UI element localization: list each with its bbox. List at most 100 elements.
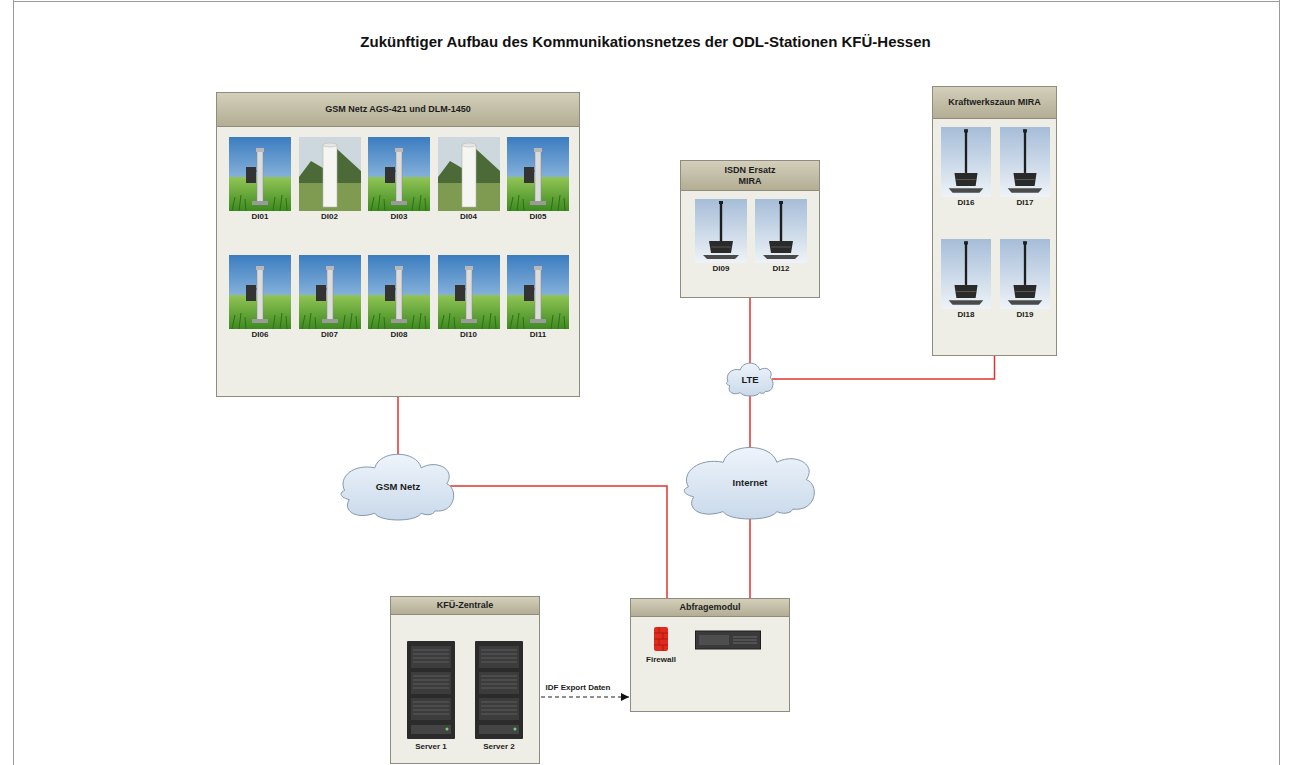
picture-symbol: [1000, 239, 1050, 309]
station-tile: DI05: [507, 137, 569, 226]
picture-symbol: [507, 255, 569, 329]
connector: [749, 518, 751, 598]
station-label: DI02: [299, 211, 361, 223]
station-tile: DI03: [368, 137, 430, 226]
cloud-label: GSM Netz: [376, 481, 420, 492]
connector: [450, 486, 667, 598]
station-label: DI03: [368, 211, 430, 223]
module-label: Firewall: [635, 655, 687, 665]
station-label: DI08: [368, 329, 430, 341]
station-picture: [941, 127, 991, 197]
station-tile: DI06: [229, 255, 291, 344]
picture-symbol: [475, 641, 523, 739]
cloud-label: LTE: [741, 374, 758, 385]
firewall-icon: [653, 627, 669, 651]
picture-symbol: [941, 239, 991, 309]
device-symbol: [696, 631, 761, 649]
station-group: DI09 DI12 ISDN Ersatz MIRA: [680, 160, 820, 298]
station-picture: [438, 137, 500, 211]
station-picture: [299, 137, 361, 211]
station-picture: [507, 137, 569, 211]
station-label: DI10: [438, 329, 500, 341]
station-label: DI12: [755, 263, 807, 275]
firewall-symbol: [654, 627, 668, 651]
picture-symbol: [941, 127, 991, 197]
station-tile: DI09: [695, 199, 747, 278]
connector: [749, 395, 751, 448]
picture-symbol: [438, 137, 500, 211]
station-picture: [941, 239, 991, 309]
picture-symbol: [229, 137, 291, 211]
picture-symbol: [695, 199, 747, 263]
picture-symbol: [368, 137, 430, 211]
server-label: Server 2: [473, 741, 525, 753]
cloud-body: GSM Netz: [340, 452, 456, 520]
station-group: DI01DI02DI03DI04DI05DI06DI07DI08DI10DI11…: [216, 92, 580, 397]
station-picture: [368, 255, 430, 329]
cloud-outline: [341, 454, 454, 520]
group-header: ISDN Ersatz MIRA: [681, 161, 819, 191]
group-header: KFÜ-Zentrale: [391, 597, 539, 615]
frame-line: [13, 1, 1280, 2]
station-picture: [1000, 239, 1050, 309]
station-label: DI09: [695, 263, 747, 275]
connector: [527, 696, 629, 697]
station-tile: DI16: [941, 127, 991, 212]
station-label: DI07: [299, 329, 361, 341]
group-title: Abfragemodul: [679, 602, 740, 613]
diagram-title: Zukünftiger Aufbau des Kommunikationsnet…: [0, 33, 1291, 51]
group-header: Abfragemodul: [631, 599, 789, 617]
server-label: Server 1: [405, 741, 457, 753]
station-tile: DI12: [755, 199, 807, 278]
group-title: Kraftwerkszaun MIRA: [948, 97, 1041, 108]
station-picture: [368, 137, 430, 211]
station-picture: [229, 137, 291, 211]
station-tile: DI08: [368, 255, 430, 344]
cloud-label: Internet: [733, 477, 768, 488]
group-title: KFÜ-Zentrale: [437, 600, 494, 611]
station-picture: [1000, 127, 1050, 197]
server-picture: [473, 641, 525, 739]
station-picture: [438, 255, 500, 329]
control-center: Server 1 Server 2 KFÜ-Zentrale: [390, 596, 540, 764]
station-picture: [507, 255, 569, 329]
picture-symbol: [407, 641, 455, 739]
station-tile: DI10: [438, 255, 500, 344]
server-unit: Server 1: [405, 641, 457, 754]
station-tile: DI18: [941, 239, 991, 324]
station-label: DI16: [941, 197, 991, 209]
station-picture: [299, 255, 361, 329]
network-cloud: LTE: [726, 362, 774, 396]
network-cloud: GSM Netz: [340, 452, 456, 520]
connector: [397, 397, 399, 454]
station-label: DI01: [229, 211, 291, 223]
group-title: ISDN Ersatz MIRA: [714, 165, 786, 187]
picture-symbol: [299, 137, 361, 211]
group-header: Kraftwerkszaun MIRA: [933, 87, 1056, 119]
station-tile: DI11: [507, 255, 569, 344]
picture-symbol: [438, 255, 500, 329]
station-picture: [695, 199, 747, 263]
station-label: DI11: [507, 329, 569, 341]
station-group: DI16DI17DI18DI19Kraftwerkszaun MIRA: [932, 86, 1057, 356]
frame-line: [13, 0, 14, 765]
network-cloud: Internet: [683, 445, 817, 519]
picture-symbol: [299, 255, 361, 329]
cloud-body: Internet: [683, 445, 817, 519]
group-title: GSM Netz AGS-421 und DLM-1450: [325, 104, 471, 115]
station-tile: DI07: [299, 255, 361, 344]
connector: [749, 298, 751, 363]
server-unit: Server 2: [473, 641, 525, 754]
station-label: DI05: [507, 211, 569, 223]
station-tile: DI02: [299, 137, 361, 226]
frame-line: [1279, 0, 1280, 765]
station-tile: DI17: [1000, 127, 1050, 212]
station-label: DI18: [941, 309, 991, 321]
station-picture: [229, 255, 291, 329]
station-picture: [755, 199, 807, 263]
module-body: Firewall: [631, 617, 789, 711]
server-picture: [405, 641, 457, 739]
group-header: GSM Netz AGS-421 und DLM-1450: [217, 93, 579, 127]
picture-symbol: [507, 137, 569, 211]
